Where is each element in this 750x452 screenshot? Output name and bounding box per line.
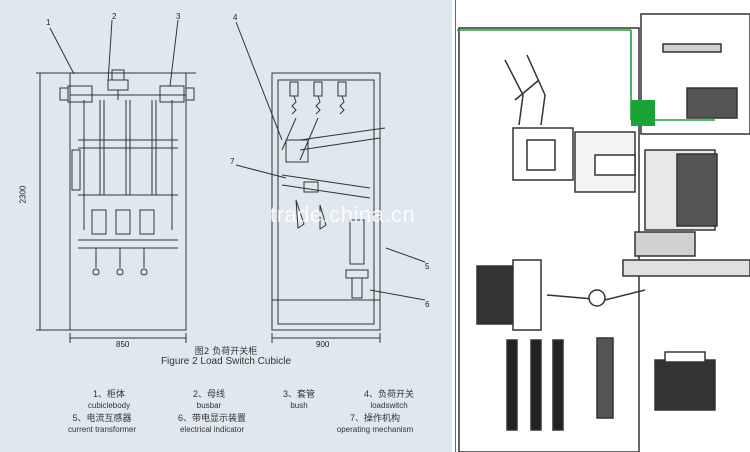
callout-2: 2 (112, 12, 117, 21)
side-cubicle-outline (271, 72, 381, 331)
loadswitch-body (285, 139, 309, 163)
cross-section-panel (455, 0, 750, 452)
technical-drawing-panel: 1 2 3 4 7 5 6 850 900 2300 图2 负荷开关柜 Figu… (0, 0, 452, 452)
ct-1 (91, 209, 107, 235)
loadswitch-arm (281, 117, 297, 151)
operating-mechanism (349, 219, 365, 265)
figure-caption-en: Figure 2 Load Switch Cubicle (160, 356, 292, 367)
ct-2 (115, 209, 131, 235)
dim-height: 2300 (18, 185, 28, 204)
figure-caption-cn: 图2 负荷开关柜 (194, 347, 258, 357)
watermark: trade.china.cn (270, 202, 416, 227)
callout-5: 5 (425, 262, 430, 271)
drawing-lines (36, 19, 426, 343)
callout-1: 1 (46, 18, 51, 27)
busbar-right-block (159, 85, 185, 103)
busbar-left-block (67, 85, 93, 103)
callout-7: 7 (230, 157, 235, 166)
callout-3: 3 (176, 12, 181, 21)
front-cubicle-outline (69, 72, 187, 331)
green-indicator-box (631, 100, 655, 126)
cross-section-illustration (455, 0, 750, 452)
callout-4: 4 (233, 13, 238, 22)
dim-side-width: 900 (316, 340, 330, 349)
dim-front-width: 850 (116, 340, 130, 349)
ct-3 (139, 209, 155, 235)
callout-6: 6 (425, 300, 430, 309)
